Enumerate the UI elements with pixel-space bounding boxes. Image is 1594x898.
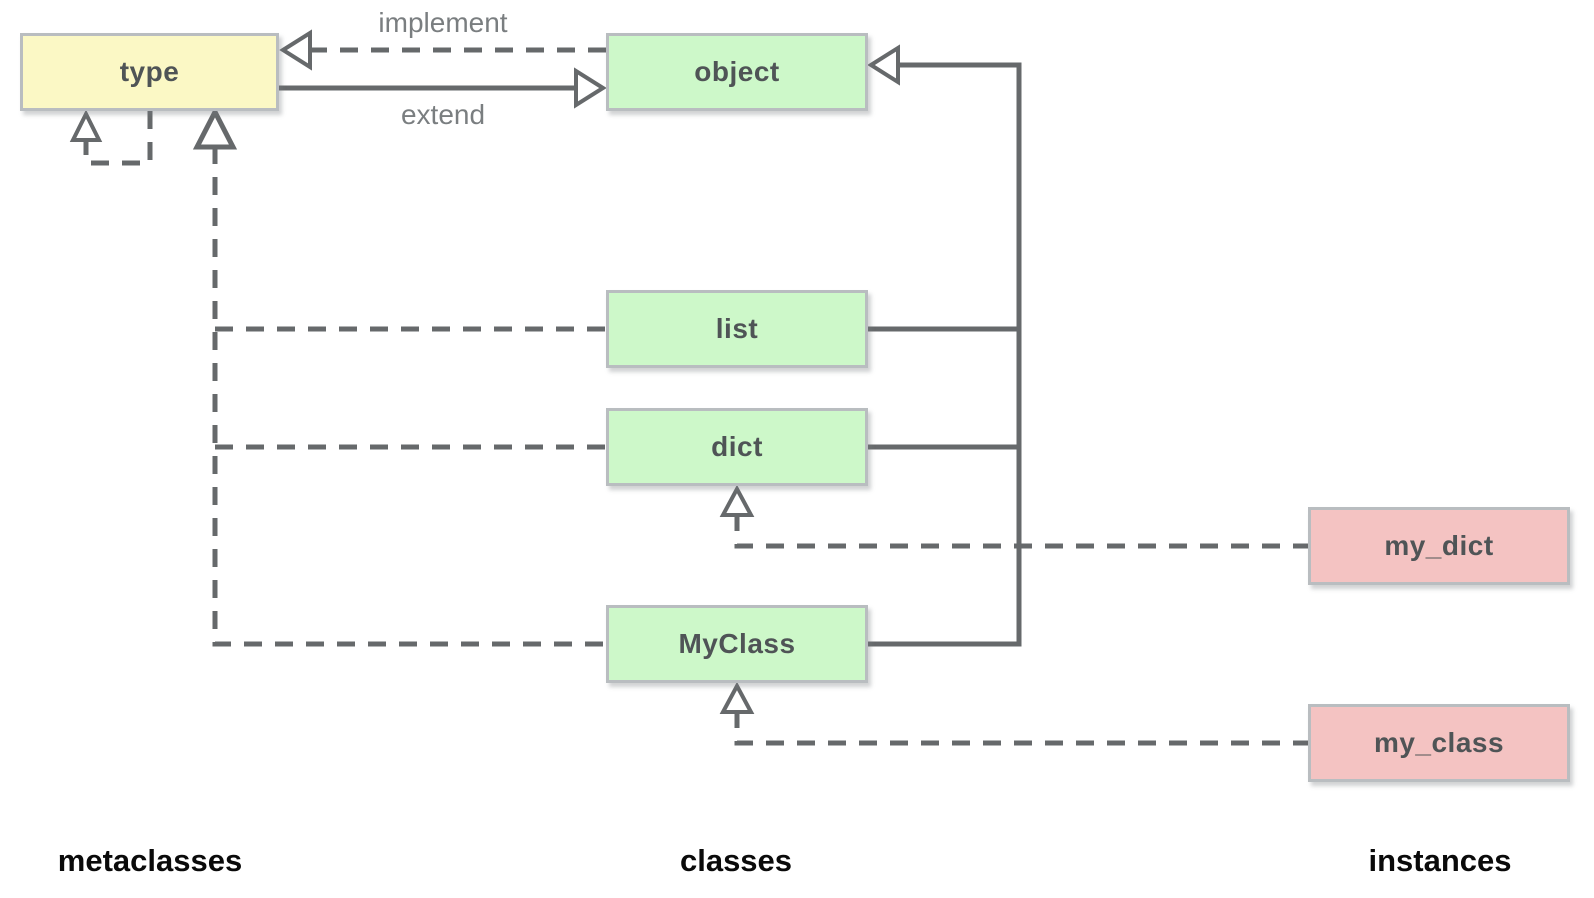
node-object-label: object [694, 56, 780, 87]
arrowhead-up-self-loop-icon [69, 109, 103, 142]
column-label-metaclasses: metaclasses [57, 843, 243, 878]
arrowheads [69, 29, 900, 714]
node-dict-label: dict [711, 431, 763, 462]
implement-connectors [83, 47, 1308, 746]
node-dict: dict [606, 408, 868, 486]
connector-extend-bus [868, 62, 1022, 647]
node-list-label: list [715, 313, 759, 344]
node-myclass-label: MyClass [678, 628, 796, 659]
arrowhead-up-into-myclass-icon [719, 681, 755, 714]
extend-connectors [279, 62, 1022, 647]
node-object: object [606, 33, 868, 111]
node-my-dict-label: my_dict [1384, 530, 1494, 561]
arrowhead-up-into-type-icon [192, 106, 238, 150]
node-list: list [606, 290, 868, 368]
connector-instanceof-my-dict [734, 513, 1308, 549]
node-my-class: my_class [1308, 704, 1570, 782]
arrowhead-right-into-object-icon [574, 67, 607, 109]
node-my-class-label: my_class [1373, 727, 1505, 758]
node-type: type [20, 33, 279, 111]
arrowhead-left-into-object-icon [867, 44, 900, 86]
column-label-instances: instances [1368, 843, 1512, 878]
column-label-classes: classes [679, 843, 793, 878]
node-type-label: type [119, 56, 180, 87]
edge-label-extend: extend [400, 99, 486, 130]
arrowhead-up-into-dict-icon [719, 484, 755, 517]
arrowhead-left-into-type-icon [279, 29, 312, 71]
edge-label-implement: implement [378, 7, 508, 38]
node-myclass: MyClass [606, 605, 868, 683]
connector-implement-bus [212, 146, 606, 647]
node-my-dict: my_dict [1308, 507, 1570, 585]
connector-type-self-loop [83, 111, 153, 166]
connector-instanceof-my-class [734, 710, 1308, 746]
